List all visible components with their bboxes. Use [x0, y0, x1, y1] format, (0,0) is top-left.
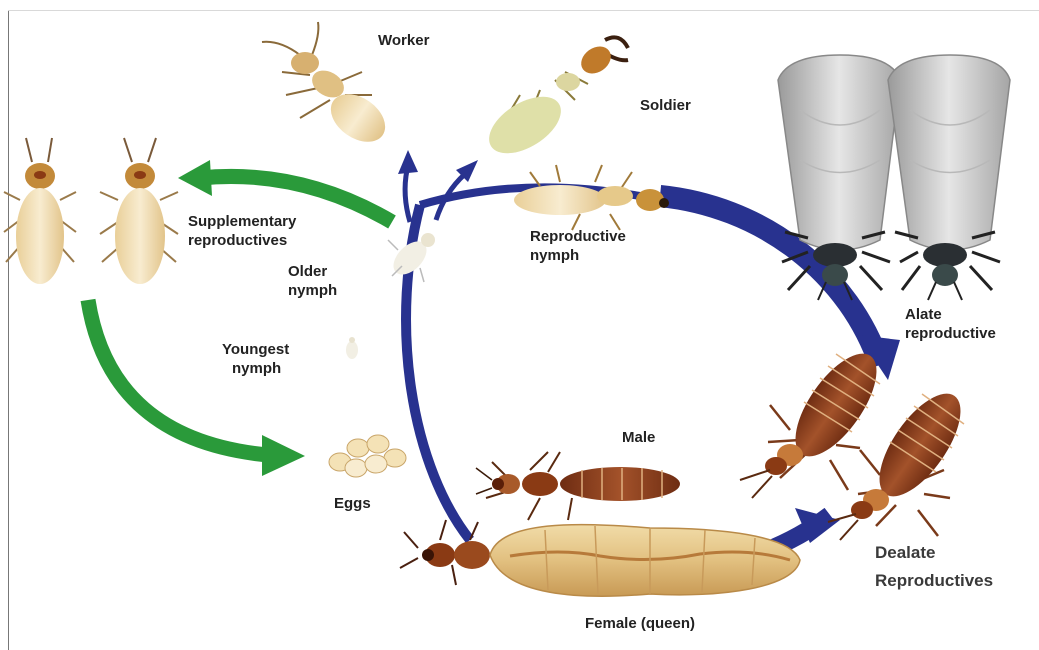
label-female-queen: Female (queen): [585, 614, 695, 633]
label-reproductive-nymph-line1: Reproductive: [530, 227, 626, 246]
label-supplementary-line2: reproductives: [188, 231, 287, 250]
label-alate-line2: reproductive: [905, 324, 996, 343]
supplementary-reproductive-left-icon: [4, 138, 76, 284]
label-eggs: Eggs: [334, 494, 371, 513]
reproductive-nymph-icon: [514, 165, 669, 230]
alate-reproductive-right-icon: [888, 55, 1010, 300]
label-older-nymph-line2: nymph: [288, 281, 337, 300]
label-youngest-nymph-line1: Youngest: [222, 340, 289, 359]
male-termite-icon: [476, 452, 680, 520]
label-male: Male: [622, 428, 655, 447]
supplementary-reproductive-right-icon: [100, 138, 178, 284]
label-supplementary-line1: Supplementary: [188, 212, 296, 231]
label-worker: Worker: [378, 31, 429, 50]
label-older-nymph-line1: Older: [288, 262, 327, 281]
youngest-nymph-icon: [346, 337, 358, 359]
green-arrow-to-eggs: [88, 300, 305, 476]
eggs-icon: [329, 435, 406, 477]
dealate-reproductive-left-icon: [740, 341, 892, 498]
worker-termite-icon: [262, 22, 394, 152]
label-youngest-nymph-line2: nymph: [232, 359, 281, 378]
label-soldier: Soldier: [640, 96, 691, 115]
branch-arrows: [398, 150, 478, 222]
label-alate-line1: Alate: [905, 305, 942, 324]
label-dealate-line2: Reproductives: [875, 568, 993, 594]
label-reproductive-nymph-line2: nymph: [530, 246, 579, 265]
soldier-termite-icon: [479, 37, 628, 165]
label-dealate-line1: Dealate: [875, 540, 935, 566]
